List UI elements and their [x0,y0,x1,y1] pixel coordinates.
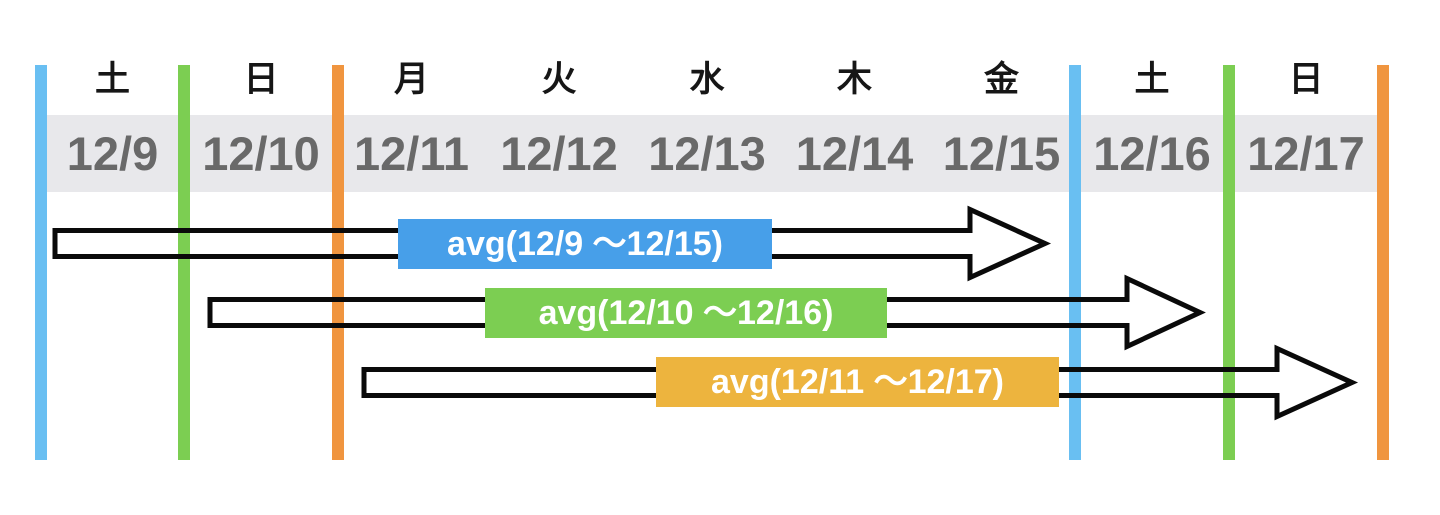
weekday-label-sun2: 日 [1288,60,1324,99]
date-label-12-13: 12/13 [648,127,766,180]
week-boundary-bar-blue-1 [35,65,47,460]
date-label-12-16: 12/16 [1093,127,1211,180]
arrow-outline-week1 [52,205,1052,282]
avg-label-12-11-to-12-17: avg(12/11 ～12/17) [656,357,1059,407]
date-label-12-9: 12/9 [66,127,159,180]
arrow-outline-week3 [361,344,1359,421]
avg-label-12-9-to-12-15: avg(12/9 ～12/15) [398,219,772,269]
weekday-label-mon: 月 [393,60,429,99]
date-label-12-12: 12/12 [500,127,618,180]
date-row-background [41,115,1383,192]
weekday-label-wed: 水 [689,60,725,99]
weekday-label-thu: 木 [836,60,872,99]
weekday-label-sat2: 土 [1134,60,1170,99]
date-label-12-14: 12/14 [795,127,914,180]
weekday-label-fri: 金 [983,60,1019,99]
avg-label-12-10-to-12-16: avg(12/10 ～12/16) [485,288,887,338]
date-label-12-17: 12/17 [1247,127,1365,180]
week-boundary-bar-orange-2 [1377,65,1389,460]
week-boundary-bar-blue-2 [1069,65,1081,460]
date-label-12-11: 12/11 [353,127,470,180]
weekday-label-sun1: 日 [243,60,279,99]
weekday-label-sat1: 土 [94,60,130,99]
week-boundary-bar-green-2 [1223,65,1235,460]
date-label-12-10: 12/10 [202,127,320,180]
date-label-12-15: 12/15 [942,127,1061,180]
week-boundary-bar-orange-1 [332,65,344,460]
week-boundary-bar-green-1 [178,65,190,460]
weekday-label-tue: 火 [541,60,577,99]
arrow-outline-week2 [207,274,1206,351]
